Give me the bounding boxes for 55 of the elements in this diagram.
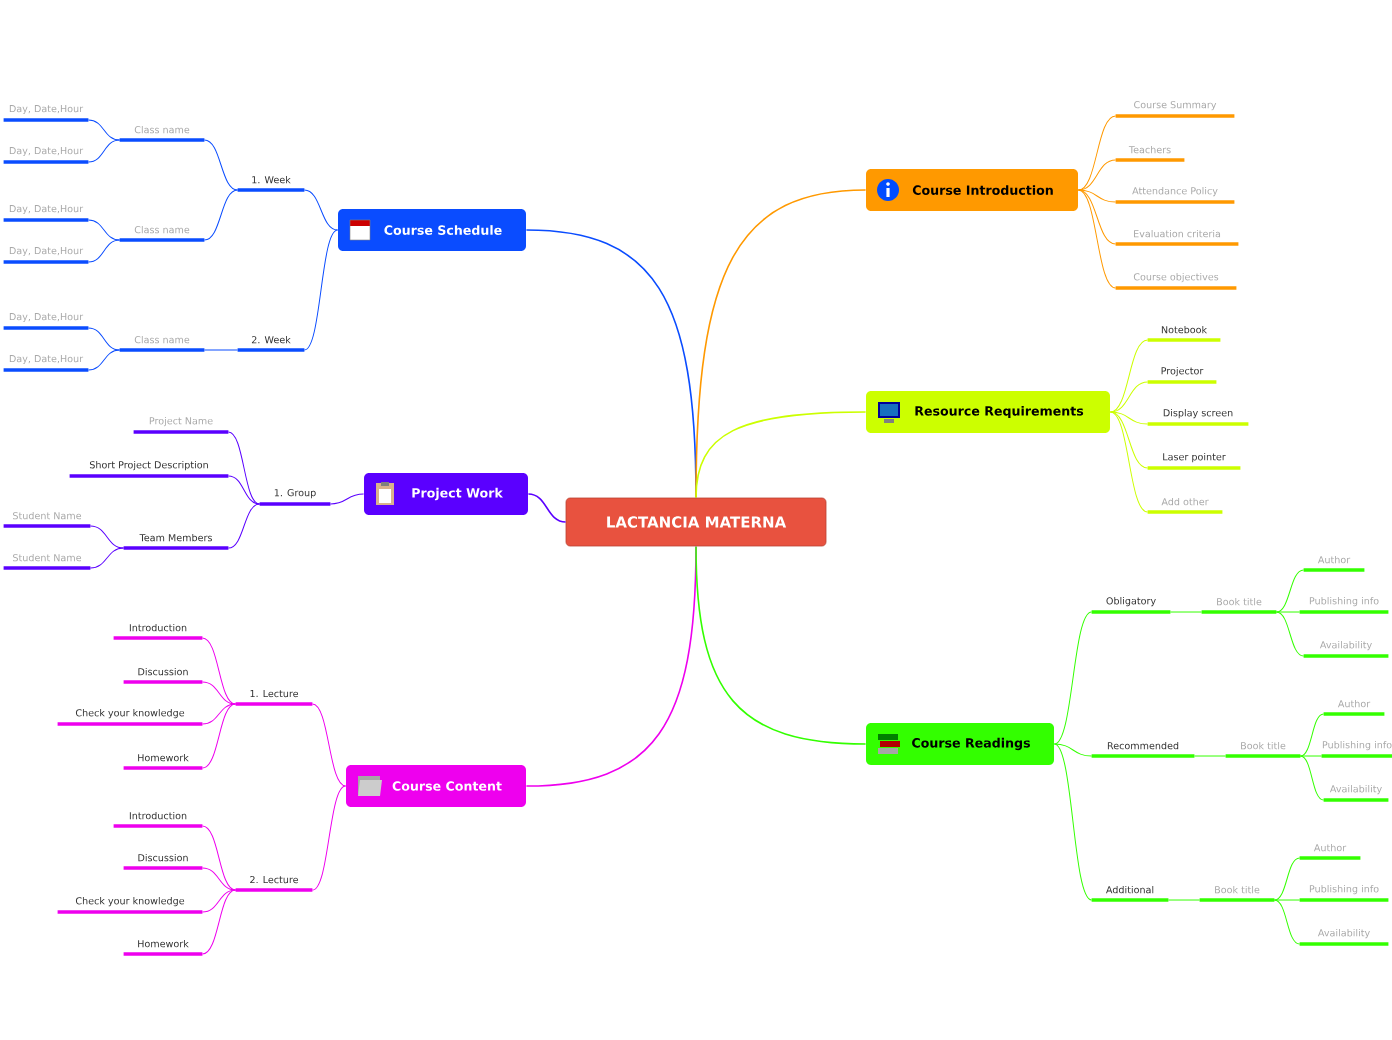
branch-line (303, 189, 339, 231)
branch-line (227, 503, 261, 549)
branch-line (311, 703, 347, 787)
branch-line (1077, 189, 1117, 289)
branch-line (203, 139, 239, 191)
branch-line (201, 867, 237, 891)
branch-line (87, 119, 121, 141)
branch-line (1053, 743, 1093, 757)
branch-line (1275, 611, 1301, 613)
branch-line (201, 703, 237, 725)
branch-line (1273, 899, 1301, 945)
branch-curve (695, 545, 867, 745)
branch-line (1109, 411, 1149, 469)
branch-line (1109, 411, 1149, 425)
branch-line (201, 681, 237, 705)
branch-line (1299, 755, 1325, 801)
branch-line (1273, 899, 1301, 901)
branch-line (227, 475, 261, 505)
branch-line (89, 525, 125, 549)
branch-line (203, 349, 239, 351)
branch-line (1109, 411, 1149, 513)
branch-line (201, 889, 237, 955)
branch-line (1169, 611, 1203, 613)
branch-line (1077, 189, 1117, 245)
branch-line (201, 889, 237, 913)
branch-line (329, 493, 365, 505)
branch-line (201, 703, 237, 769)
branch-line (1077, 189, 1117, 203)
branch-line (87, 327, 121, 351)
branch-line (201, 825, 237, 891)
branch-line (1053, 611, 1093, 745)
branch-line (201, 637, 237, 705)
branch-line (1053, 743, 1093, 901)
branch-line (311, 785, 347, 891)
branch-line (203, 189, 239, 241)
branch-line (87, 219, 121, 241)
branch-line (1193, 755, 1227, 757)
branch-line (1077, 115, 1117, 191)
branch-line (1299, 713, 1325, 757)
branch-line (1273, 857, 1301, 901)
branch-line (89, 547, 125, 569)
branch-line (1275, 569, 1305, 613)
branch-line (1077, 159, 1117, 191)
branch-line (1109, 339, 1149, 413)
branch-line (1167, 899, 1201, 901)
branch-line (1299, 755, 1323, 757)
branch-line (87, 239, 121, 263)
branch-line (1275, 611, 1305, 657)
branch-line (1109, 381, 1149, 413)
branch-line (87, 349, 121, 371)
branch-curve (695, 411, 867, 499)
branch-line (227, 431, 261, 505)
branch-line (303, 229, 339, 351)
branch-curve (527, 493, 567, 523)
branch-line (87, 139, 121, 163)
